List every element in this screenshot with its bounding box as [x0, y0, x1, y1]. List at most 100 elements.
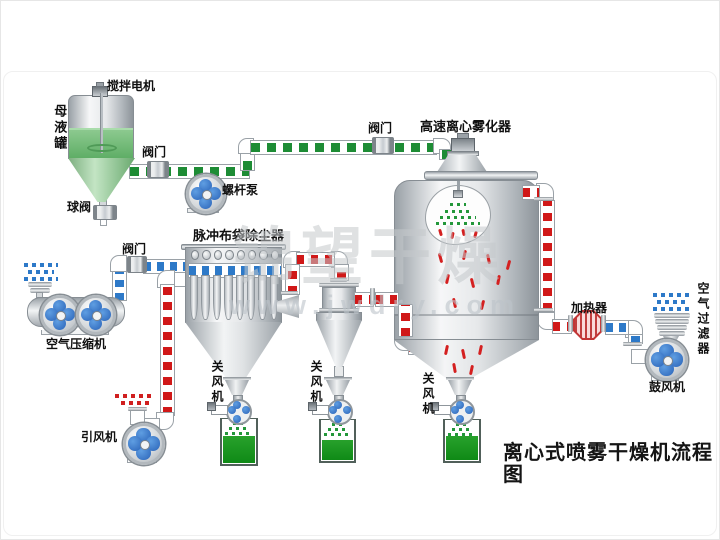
filter-bag-icon: [190, 275, 199, 320]
stir-motor-cap: [96, 82, 104, 87]
agitator-paddle-icon: [87, 144, 117, 152]
heater-label: 加热器: [571, 301, 608, 315]
ball-valve-label: 球阀: [67, 200, 92, 214]
filter-bag-icon: [212, 275, 222, 320]
feed-valve-icon: [147, 161, 169, 178]
spray-row: [445, 210, 471, 213]
exhaust-dashes: [115, 394, 155, 398]
spray-valve-icon: [372, 137, 394, 154]
blower-label: 鼓风机: [649, 380, 686, 394]
filter-bags-row: [190, 275, 278, 320]
flange: [568, 315, 573, 332]
airlock-handle: [207, 402, 216, 411]
airlock-3: [430, 377, 490, 429]
airlock-flange: [324, 377, 352, 380]
spray-row: [440, 216, 476, 219]
cyclone-top-flange: [319, 283, 359, 287]
pulse-head-icon: [213, 250, 223, 260]
flange: [623, 342, 642, 346]
airlock-label-2: 关风机: [309, 360, 323, 405]
filter-bag-icon: [235, 275, 244, 320]
screw-pump-icon: [186, 174, 226, 214]
filter-bag-icon: [258, 275, 267, 320]
airlock-handle: [430, 402, 439, 411]
cold-air-pipe-h: [605, 320, 629, 335]
pulse-head-icon: [191, 250, 200, 260]
flange: [330, 278, 347, 282]
atomizer-shaft-stub: [457, 181, 460, 191]
feed-valve-label: 阀门: [142, 145, 167, 159]
bin-material: [322, 440, 353, 460]
bin-spray: [328, 428, 346, 431]
compressor-base: [41, 330, 109, 335]
filter-bag-icon: [246, 275, 256, 320]
exhaust-pipe-vertical: [160, 284, 175, 416]
filter-bag-icon: [201, 275, 210, 320]
airlock-hopper: [225, 380, 249, 395]
flange: [370, 288, 375, 305]
agitator-shaft-icon: [100, 93, 103, 153]
cyclone-mid-flange: [319, 308, 359, 312]
hot-air-pipe-into-tower: [522, 185, 540, 200]
air-intake-dashes: [653, 293, 691, 297]
airlock-flange: [446, 377, 474, 380]
pulse-valve-icon: [127, 256, 147, 273]
heater-core: [575, 312, 601, 338]
spray-row: [436, 222, 480, 225]
spray-row: [450, 203, 466, 206]
pulse-air-elbow: [110, 255, 127, 272]
flange: [281, 291, 298, 295]
collection-bin-2: [319, 419, 356, 463]
tower-weld-line: [395, 314, 538, 316]
air-filter-label: 空气过滤器: [696, 282, 710, 357]
airlock-flange: [223, 377, 251, 380]
feed-pipe-h2: [250, 140, 437, 155]
airlock-2: [308, 377, 368, 429]
pulse-head-icon: [202, 250, 211, 260]
collection-bin-1: [220, 418, 258, 466]
stir-motor-label: 搅拌电机: [107, 79, 156, 93]
cyclone-outlet-stub: [334, 366, 344, 377]
tower-exhaust-pipe-h: [375, 292, 399, 307]
u-pipe-top: [296, 252, 335, 267]
compressor-intake-dashes: [28, 270, 54, 274]
air-compressor-label: 空气压缩机: [46, 337, 107, 351]
feed-tank-label: 母液罐: [52, 104, 68, 152]
airlock-hopper: [326, 380, 350, 395]
induced-fan-icon: [123, 423, 165, 465]
bin-material: [446, 436, 478, 460]
compressor-intake-filter-icon: [27, 281, 53, 294]
air-intake-dashes: [653, 307, 691, 311]
airlock-label-3: 关风机: [421, 372, 435, 417]
airlock-label-1: 关风机: [210, 360, 224, 405]
rotary-valve-icon: [449, 399, 475, 425]
pulse-valve-label: 阀门: [122, 242, 147, 256]
compressor-fan-icon: [40, 295, 80, 335]
bag-filter-inlet-funnel: [277, 295, 299, 318]
feed-pipe-h1: [129, 164, 250, 179]
air-filter-icon: [653, 312, 691, 337]
atomizer-head-icon: [453, 190, 463, 198]
pulse-head-icon: [225, 250, 234, 260]
bin-spray: [229, 427, 247, 430]
panel-frame: [3, 71, 717, 536]
filter-bag-icon: [224, 275, 233, 320]
blower-fan-icon: [646, 339, 688, 381]
pulse-head-icon: [259, 250, 268, 260]
flange: [534, 197, 553, 201]
collection-bin-3: [443, 419, 481, 463]
bin-spray: [225, 432, 251, 435]
hot-air-pipe-vertical: [540, 200, 555, 312]
bin-spray: [324, 433, 350, 436]
bin-spray: [448, 433, 474, 436]
compressor-intake-dashes: [24, 263, 58, 267]
atomizer-cone: [437, 155, 487, 172]
pulse-head-icon: [247, 250, 257, 260]
diagram-title: 离心式喷雾干燥机流程图: [503, 442, 713, 486]
bin-material: [223, 436, 255, 463]
spray-valve-label: 阀门: [368, 121, 393, 135]
atomizer-label: 高速离心雾化器: [420, 119, 512, 134]
pulse-heads-row: [191, 250, 279, 260]
airlock-hopper: [448, 380, 472, 395]
